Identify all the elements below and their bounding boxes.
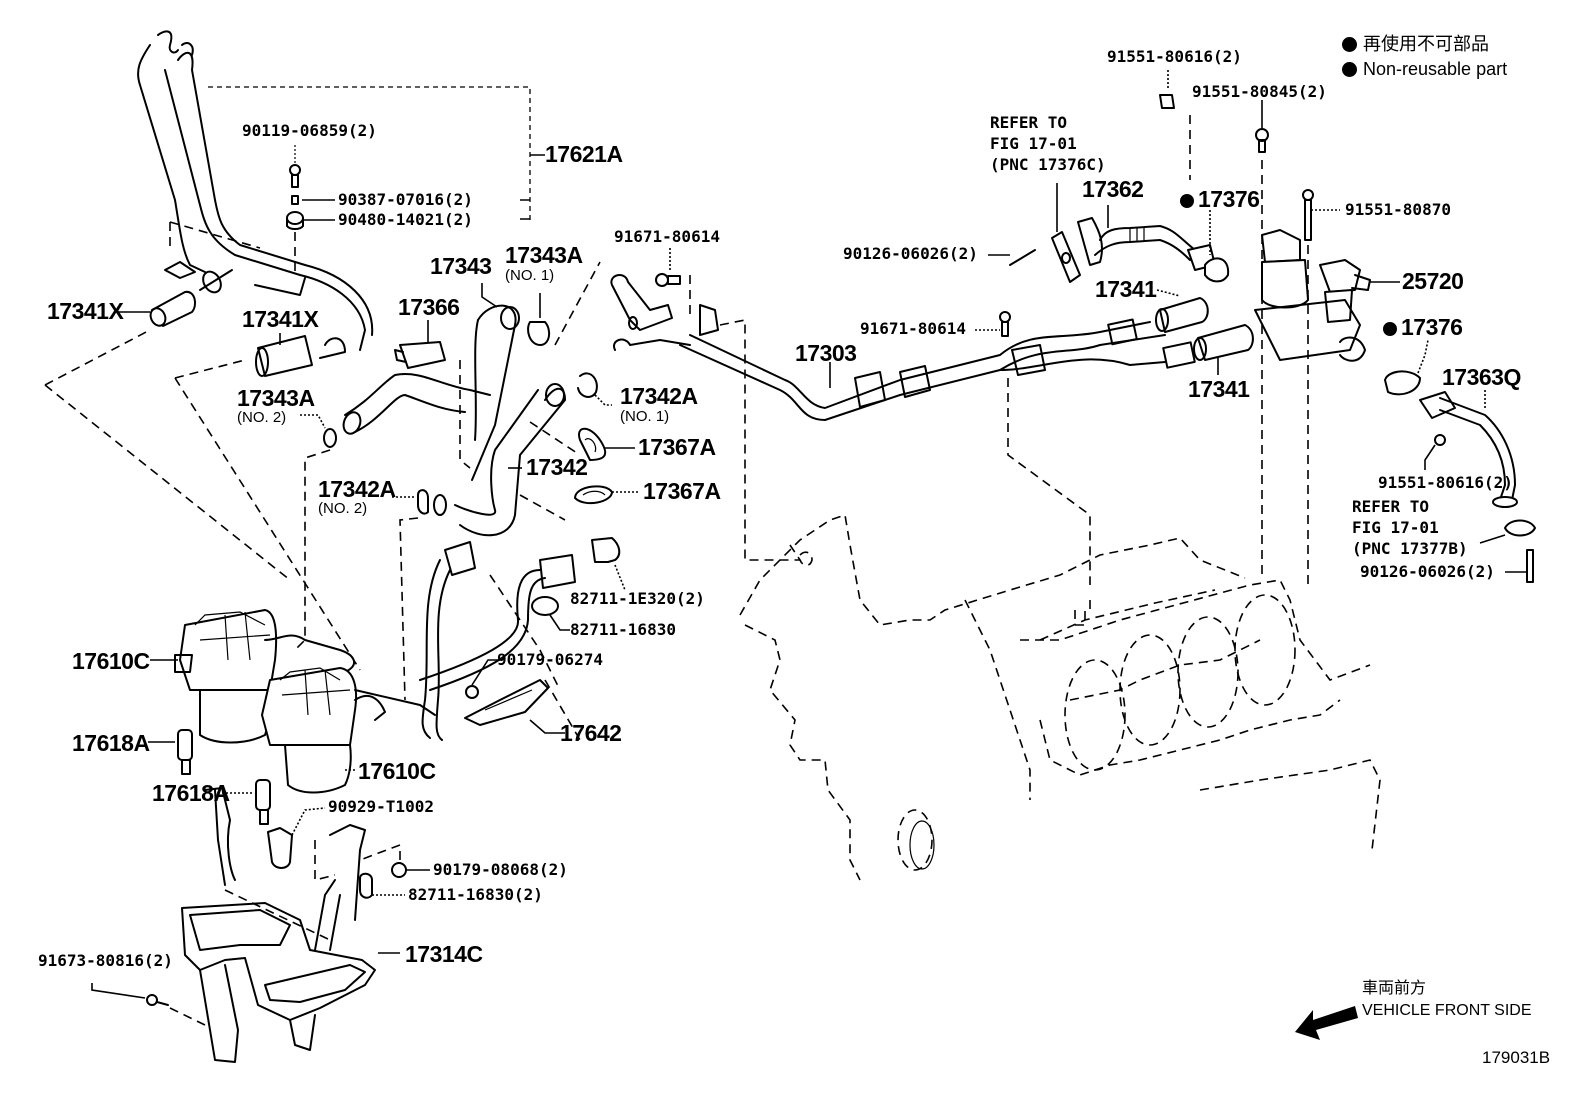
part-sublabel-17343A-no2: (NO. 2) [237, 409, 287, 426]
part-label-17342A-no2[interactable]: 17342A [318, 476, 396, 502]
part-label-17342[interactable]: 17342 [526, 454, 588, 480]
part-label-17363Q[interactable]: 17363Q [1442, 364, 1521, 390]
part-label-17341-b[interactable]: 17341 [1188, 376, 1250, 402]
bracket-17314C [181, 787, 376, 1063]
part-label-90179-06274[interactable]: 90179-06274 [497, 650, 603, 669]
hose-17341X-b [255, 335, 313, 377]
part-label-17366[interactable]: 17366 [398, 294, 460, 320]
filter-17618A-b [255, 779, 271, 825]
valve-assembly-25720 [1254, 229, 1371, 362]
engine-block [739, 513, 1381, 881]
part-label-17314C[interactable]: 17314C [405, 941, 483, 967]
hose-17343 [471, 304, 520, 481]
part-label-90126-06026-a[interactable]: 90126-06026(2) [843, 244, 978, 263]
pipe-bracket [610, 274, 719, 351]
part-label-90126-06026-b[interactable]: 90126-06026(2) [1360, 562, 1495, 581]
part-label-17610C-a[interactable]: 17610C [72, 648, 150, 674]
part-label-17342A-no1[interactable]: 17342A [620, 383, 698, 409]
hose-17343A-no2 [342, 373, 491, 435]
connector-harness-b [419, 554, 576, 691]
part-sublabel-17343A-no1: (NO. 1) [505, 267, 555, 284]
part-label-17376-b[interactable]: 17376 [1383, 316, 1463, 339]
part-label-91671-80614-a[interactable]: 91671-80614 [614, 227, 720, 246]
part-label-17303[interactable]: 17303 [795, 340, 857, 366]
pipe-17303 [679, 318, 1196, 421]
figure-id: 179031B [1482, 1048, 1551, 1067]
part-label-17341X-a[interactable]: 17341X [47, 298, 124, 324]
part-label-17610C-b[interactable]: 17610C [358, 758, 436, 784]
hose-17341-b [1193, 324, 1254, 361]
connector-harness-a [421, 541, 476, 741]
part-label-82711-16830[interactable]: 82711-16830 [570, 620, 676, 639]
bolt-90119 [289, 145, 301, 188]
refer-note-17376C: REFER TO FIG 17-01 (PNC 17376C) [990, 113, 1106, 174]
part-label-17367A-a[interactable]: 17367A [638, 434, 716, 460]
part-label-82711-16830-2[interactable]: 82711-16830(2) [408, 885, 543, 904]
part-label-17621A[interactable]: 17621A [545, 141, 623, 167]
part-label-17343A-no2[interactable]: 17343A [237, 385, 315, 411]
vehicle-front-label-en: VEHICLE FRONT SIDE [1362, 1002, 1532, 1019]
air-pump-17610C-a [174, 609, 355, 744]
legend: 再使用不可部品 Non-reusable part [1342, 32, 1507, 82]
bolt-91671-a [655, 273, 681, 287]
part-label-90387-07016[interactable]: 90387-07016(2) [338, 190, 473, 209]
part-17366 [394, 341, 446, 369]
vehicle-front-note: 車両前方 VEHICLE FRONT SIDE [1362, 978, 1532, 1022]
part-label-17642[interactable]: 17642 [560, 720, 622, 746]
part-label-90480-14021[interactable]: 90480-14021(2) [338, 210, 473, 229]
part-label-17343A-no1[interactable]: 17343A [505, 242, 583, 268]
arrow-left-down-icon [1295, 1006, 1358, 1040]
non-reusable-marker-icon [1383, 322, 1397, 336]
legend-row-en: Non-reusable part [1342, 57, 1507, 82]
part-sublabel-17342A-no2: (NO. 2) [318, 500, 368, 517]
part-label-17341-a[interactable]: 17341 [1095, 276, 1157, 302]
part-label-17376-a[interactable]: 17376 [1180, 188, 1260, 211]
part-label-90119-06859[interactable]: 90119-06859(2) [242, 121, 377, 140]
part-label-17341X-b[interactable]: 17341X [242, 306, 319, 332]
air-pump-17610C-b [261, 667, 436, 794]
part-label-25720[interactable]: 25720 [1402, 268, 1464, 294]
grommet-17367A-a [578, 427, 607, 461]
part-label-17618A-b[interactable]: 17618A [152, 780, 230, 806]
part-label-91673-80816[interactable]: 91673-80816(2) [38, 951, 173, 970]
hose-17341X-a [149, 290, 197, 327]
part-label-17362[interactable]: 17362 [1082, 176, 1144, 202]
pipe-17363Q [1419, 391, 1518, 508]
part-label-91671-80614-b[interactable]: 91671-80614 [860, 319, 966, 338]
hose-17341-a [1155, 297, 1209, 333]
pipe-17362 [1077, 217, 1216, 271]
filled-circle-icon [1342, 37, 1357, 52]
part-label-90929-T1002[interactable]: 90929-T1002 [328, 797, 434, 816]
part-label-17367A-b[interactable]: 17367A [643, 478, 721, 504]
bracket-17642 [464, 679, 549, 726]
part-label-91551-80845[interactable]: 91551-80845(2) [1192, 82, 1327, 101]
vehicle-front-label-jp: 車両前方 [1362, 980, 1427, 997]
filled-circle-icon [1342, 62, 1357, 77]
legend-row-jp: 再使用不可部品 [1342, 32, 1507, 57]
clip-82711-1E320 [591, 537, 621, 563]
part-label-91551-80870[interactable]: 91551-80870 [1345, 200, 1451, 219]
grommet-17367A-b [574, 485, 613, 505]
filter-17618A-a [177, 729, 193, 775]
part-label-82711-1E320[interactable]: 82711-1E320(2) [570, 589, 705, 608]
part-label-90179-08068[interactable]: 90179-08068(2) [433, 860, 568, 879]
air-pipe-17621A [137, 30, 374, 359]
hose-17342 [454, 383, 566, 537]
part-label-17618A-a[interactable]: 17618A [72, 730, 150, 756]
refer-note-17377B: REFER TO FIG 17-01 (PNC 17377B) [1352, 497, 1468, 558]
part-sublabel-17342A-no1: (NO. 1) [620, 408, 670, 425]
part-label-17343[interactable]: 17343 [430, 253, 492, 279]
part-label-91551-80616-b[interactable]: 91551-80616(2) [1378, 473, 1513, 492]
non-reusable-marker-icon [1180, 194, 1194, 208]
part-label-91551-80616-a[interactable]: 91551-80616(2) [1107, 47, 1242, 66]
